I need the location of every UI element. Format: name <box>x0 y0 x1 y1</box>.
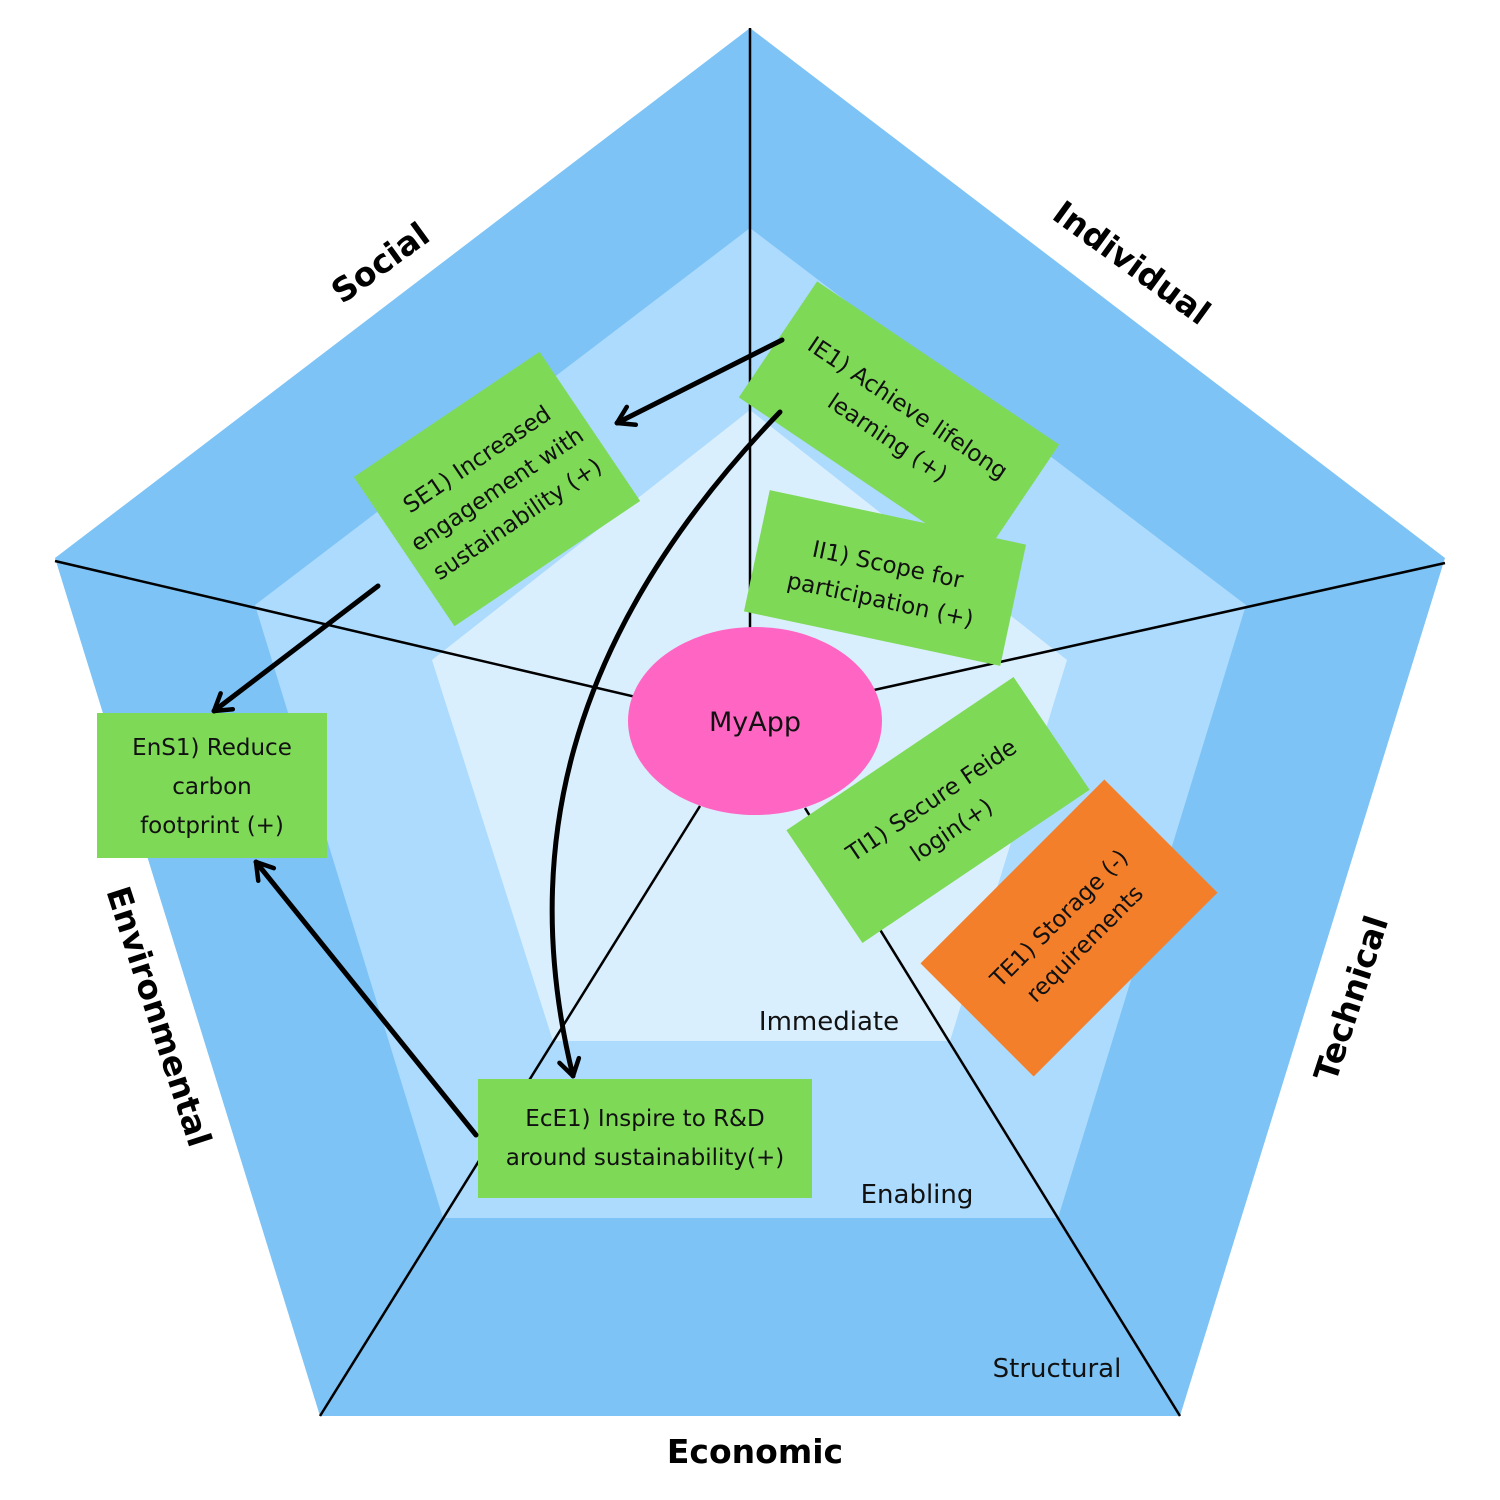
dimension-label-economic: Economic <box>667 1432 843 1471</box>
impact-box-ens1-line-1: EnS1) Reduce <box>132 735 292 761</box>
impact-box-ens1[interactable]: EnS1) Reduce carbon footprint (+) <box>97 713 327 858</box>
impact-box-ie1-bg <box>738 281 1060 561</box>
impact-box-ece1-line-2: around sustainability(+) <box>506 1145 785 1171</box>
center-label: MyApp <box>709 707 801 738</box>
arrow-se1-to-ens1[interactable] <box>211 583 381 714</box>
impact-box-ie1[interactable]: IE1) Achieve lifelong learning (+) <box>738 281 1060 561</box>
impact-box-ece1-line-1: EcE1) Inspire to R&D <box>525 1106 764 1132</box>
impact-box-te1-bg <box>920 779 1218 1077</box>
impact-box-ece1-bg <box>478 1079 812 1198</box>
center-node[interactable]: MyApp <box>628 627 882 815</box>
impact-box-ens1-line-2: carbon <box>172 774 251 800</box>
impact-box-se1[interactable]: SE1) Increased engagement with sustainab… <box>353 351 641 627</box>
ring-label-structural: Structural <box>993 1354 1122 1384</box>
axis-line-right <box>873 561 1446 692</box>
impact-box-te1[interactable]: TE1) Storage (-) requirements <box>920 779 1218 1077</box>
impact-box-ece1[interactable]: EcE1) Inspire to R&D around sustainabili… <box>478 1079 812 1198</box>
axis-line-left <box>54 559 637 699</box>
impact-box-ii1-bg <box>743 490 1027 666</box>
impact-box-ens1-bg <box>97 713 327 858</box>
impact-box-se1-bg <box>353 351 641 627</box>
impact-box-ens1-line-3: footprint (+) <box>140 813 284 839</box>
arrow-ie1-to-se1[interactable] <box>614 337 785 427</box>
impact-box-ti1[interactable]: TI1) Secure Feide login(+) <box>786 677 1090 943</box>
ring-label-enabling: Enabling <box>861 1180 974 1210</box>
impact-box-ti1-bg <box>786 677 1090 943</box>
center-ellipse <box>628 627 882 815</box>
arrow-ece1-to-ens1[interactable] <box>253 859 479 1138</box>
impact-box-ii1[interactable]: II1) Scope for participation (+) <box>743 490 1027 666</box>
ring-label-immediate: Immediate <box>759 1007 899 1037</box>
arrow-ie1-to-ece1[interactable] <box>549 409 783 1079</box>
